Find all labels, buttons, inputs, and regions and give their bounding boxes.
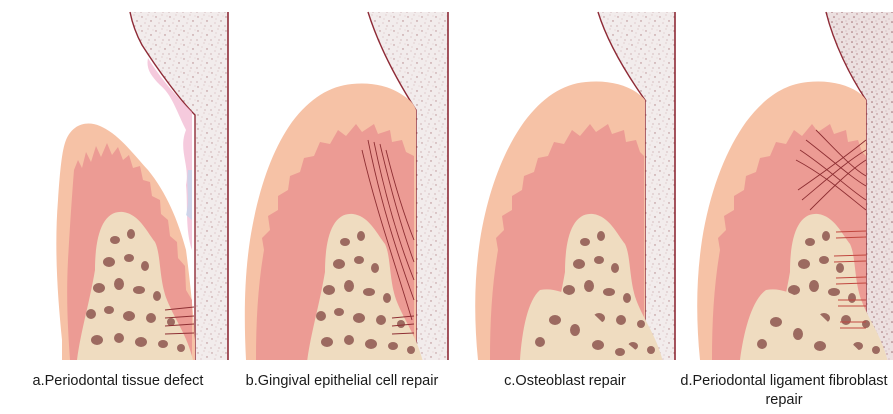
- periodontal-repair-diagram: [0, 0, 893, 360]
- caption-osteoblast-repair: c.Osteoblast repair: [455, 372, 675, 391]
- caption-gingival-epithelial-cell-repair: b.Gingival epithelial cell repair: [236, 372, 448, 391]
- panel-d: [683, 0, 893, 360]
- caption-periodontal-ligament-fibroblast-repair: d.Periodontal ligament fibroblast repair: [675, 372, 893, 410]
- panel-b: [236, 0, 448, 360]
- panel-c: [455, 0, 675, 360]
- caption-periodontal-tissue-defect: a.Periodontal tissue defect: [0, 372, 236, 391]
- panel-a: [0, 0, 228, 360]
